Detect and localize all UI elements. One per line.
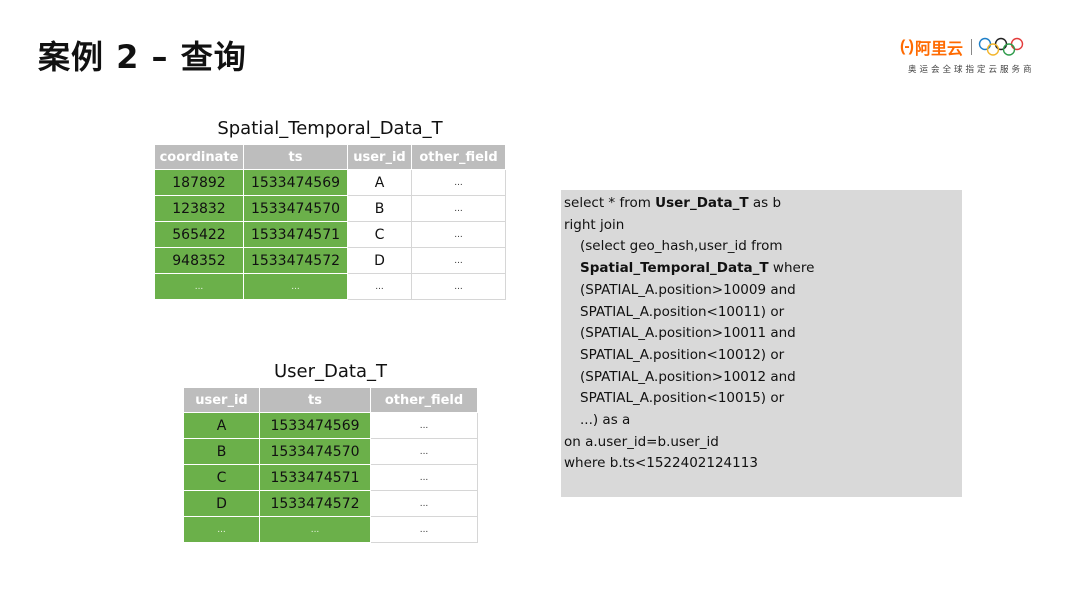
sql-query-box: select * from User_Data_T as b right joi… [561, 190, 962, 497]
table-cell: 565422 [154, 221, 244, 248]
sql-line: SPATIAL_A.position<10015) or [580, 390, 785, 407]
table-cell: C [347, 221, 412, 248]
table-cell: B [347, 195, 412, 222]
column-header: other_field [370, 387, 478, 413]
table-row: D 1533474572 ... [183, 490, 478, 517]
table-cell: ... [411, 247, 506, 274]
table-cell: ... [183, 516, 260, 543]
table-cell: 1533474569 [243, 169, 348, 196]
table-cell: ... [411, 195, 506, 222]
table-cell: A [347, 169, 412, 196]
table-cell: ... [259, 516, 371, 543]
table-cell: 1533474572 [259, 490, 371, 517]
aliyun-wordmark: 阿里云 [914, 39, 963, 58]
logo-divider [971, 39, 972, 55]
table-cell: 187892 [154, 169, 244, 196]
sql-line: (SPATIAL_A.position>10012 and [580, 368, 796, 385]
sql-table-name: User_Data_T [655, 195, 749, 211]
table-row: 948352 1533474572 D ... [154, 247, 506, 274]
table-cell: D [347, 247, 412, 274]
table-cell: 1533474570 [259, 438, 371, 465]
table-cell: ... [154, 273, 244, 300]
slide-title: 案例 2 – 查询 [38, 38, 247, 76]
column-header: other_field [411, 144, 506, 170]
table-cell: 123832 [154, 195, 244, 222]
table-cell: ... [411, 273, 506, 300]
aliyun-mark-icon: (-) [900, 38, 914, 55]
table-row: 187892 1533474569 A ... [154, 169, 506, 196]
table-row: ... ... ... ... [154, 273, 506, 300]
table-row: 123832 1533474570 B ... [154, 195, 506, 222]
table-cell: ... [411, 221, 506, 248]
spatial-temporal-table-caption: Spatial_Temporal_Data_T [217, 118, 443, 139]
table-cell: ... [370, 516, 478, 543]
sql-line: Spatial_Temporal_Data_T where [580, 260, 815, 277]
spatial-temporal-table: Spatial_Temporal_Data_T coordinate ts us… [154, 118, 506, 300]
user-data-table-caption: User_Data_T [273, 361, 387, 382]
logo-subtitle: 奥运会全球指定云服务商 [908, 65, 1035, 75]
table-row: B 1533474570 ... [183, 438, 478, 465]
table-row: ... ... ... [183, 516, 478, 543]
table-cell: ... [370, 464, 478, 491]
table-cell: 1533474572 [243, 247, 348, 274]
table-cell: C [183, 464, 260, 491]
table-cell: ... [370, 490, 478, 517]
table-cell: 1533474569 [259, 412, 371, 439]
table-header-row: coordinate ts user_id other_field [154, 144, 506, 170]
user-data-table: User_Data_T user_id ts other_field A 153… [183, 361, 478, 543]
column-header: user_id [347, 144, 412, 170]
table-header-row: user_id ts other_field [183, 387, 478, 413]
sql-line: ...) as a [580, 412, 631, 429]
sql-line: SPATIAL_A.position<10012) or [580, 346, 785, 363]
table-cell: ... [370, 438, 478, 465]
sql-line: on a.user_id=b.user_id [564, 433, 719, 450]
sql-line: (SPATIAL_A.position>10011 and [580, 325, 796, 342]
table-cell: B [183, 438, 260, 465]
sql-line: right join [564, 216, 625, 233]
sql-line: where b.ts<1522402124113 [564, 455, 758, 472]
sql-table-name: Spatial_Temporal_Data_T [580, 260, 769, 277]
table-row: 565422 1533474571 C ... [154, 221, 506, 248]
table-row: A 1533474569 ... [183, 412, 478, 439]
sql-line: (SPATIAL_A.position>10009 and [580, 281, 796, 298]
table-cell: ... [347, 273, 412, 300]
table-cell: ... [243, 273, 348, 300]
table-cell: A [183, 412, 260, 439]
table-cell: ... [411, 169, 506, 196]
aliyun-olympic-logo: (-) 阿里云 奥运会全球指定云服务商 [900, 36, 1050, 86]
sql-line: select * from User_Data_T as b [564, 195, 782, 211]
column-header: user_id [183, 387, 260, 413]
table-cell: ... [370, 412, 478, 439]
table-cell: 1533474571 [243, 221, 348, 248]
table-row: C 1533474571 ... [183, 464, 478, 491]
table-cell: 1533474571 [259, 464, 371, 491]
olympic-rings-icon [978, 37, 1024, 56]
sql-line: SPATIAL_A.position<10011) or [580, 303, 785, 320]
column-header: ts [243, 144, 348, 170]
sql-line: (select geo_hash,user_id from [580, 238, 783, 255]
column-header: ts [259, 387, 371, 413]
table-cell: 1533474570 [243, 195, 348, 222]
column-header: coordinate [154, 144, 244, 170]
table-cell: 948352 [154, 247, 244, 274]
table-cell: D [183, 490, 260, 517]
